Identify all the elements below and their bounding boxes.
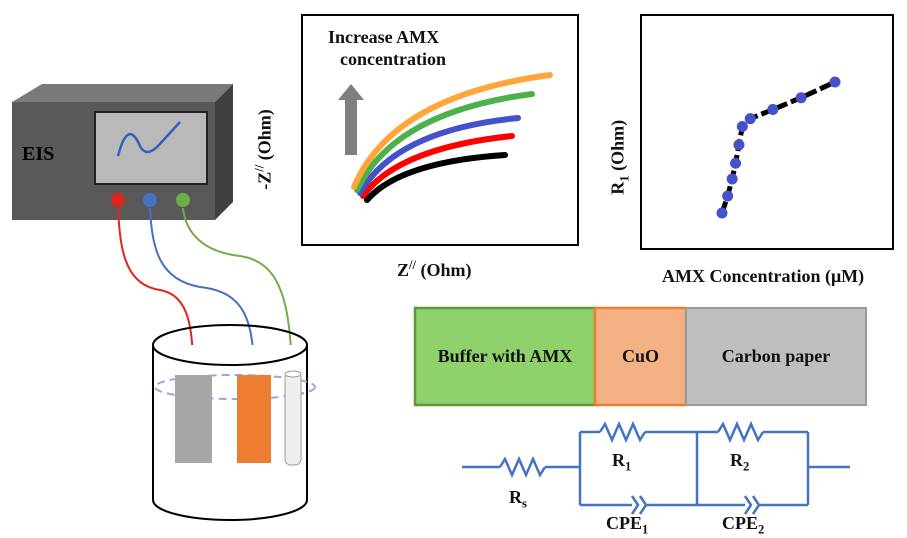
working-electrode	[175, 375, 212, 463]
eis-instrument	[12, 84, 233, 220]
beaker-rim	[152, 324, 308, 366]
r1-data-point-6	[736, 121, 748, 133]
rs-label-main: R	[509, 487, 522, 507]
nyquist-x-axis-label-unit: (Ohm)	[416, 260, 472, 280]
equivalent-circuit	[462, 420, 850, 515]
cpe1-label: CPE1	[606, 513, 648, 538]
electrochemical-cell	[152, 324, 316, 521]
nyquist-annotation-line1: Increase AMX	[328, 27, 440, 47]
nyquist-curve-5	[351, 72, 553, 190]
terminal-red	[111, 193, 125, 207]
nyquist-x-axis-label-main: Z	[397, 260, 410, 280]
r1-data-point-4	[730, 157, 742, 169]
terminal-blue	[143, 193, 157, 207]
resistor-r1	[598, 420, 647, 444]
instrument-side-face	[215, 84, 233, 220]
cpe2-label-main: CPE	[722, 513, 758, 533]
layer-buffer-label: Buffer with AMX	[437, 346, 573, 366]
instrument-top-face	[12, 84, 233, 102]
nyquist-curve-2	[360, 133, 515, 199]
instrument-screen	[94, 111, 208, 185]
rs-label-sub: s	[522, 496, 527, 511]
electrode-layer-stack	[413, 306, 867, 407]
r1-y-axis-label-sub: 1	[617, 175, 632, 182]
layer-buffer	[413, 306, 597, 407]
cpe1-element	[625, 495, 697, 515]
r1-trend-line	[719, 79, 837, 214]
electrode-wires	[117, 207, 293, 379]
r2-label-main: R	[730, 450, 743, 470]
nyquist-x-axis-label-sup: //	[409, 258, 417, 272]
r1-data-point-7	[744, 113, 756, 125]
nyquist-y-axis-label: -Z// (Ohm)	[253, 100, 276, 200]
r1-y-axis-label-main: R	[607, 181, 628, 195]
nyquist-y-axis-label-sup: //	[252, 164, 267, 172]
r1-y-axis-label-unit: (Ohm)	[607, 119, 628, 176]
wire-blue	[149, 207, 255, 379]
r1-data-point-2	[722, 190, 734, 202]
resistor-rs	[498, 455, 547, 479]
r1-data-point-3	[726, 173, 738, 185]
nyquist-y-axis-label-unit: (Ohm)	[254, 109, 275, 165]
cpe1-label-main: CPE	[606, 513, 642, 533]
wire-green	[182, 207, 293, 373]
layer-carbon-label: Carbon paper	[721, 346, 831, 366]
nyquist-curves	[351, 72, 553, 203]
nyquist-curve-4	[354, 91, 535, 193]
nyquist-plot	[301, 14, 579, 246]
resistor-r2	[716, 420, 765, 444]
layer-cuo-label: CuO	[621, 346, 659, 366]
electrolyte-level	[154, 374, 316, 400]
r2-label-sub: 2	[743, 459, 750, 474]
nyquist-curve-1	[364, 152, 508, 203]
nyquist-x-axis-label: Z// (Ohm)	[397, 258, 472, 281]
r1-concentration-chart	[640, 14, 894, 250]
cpe2-label: CPE2	[722, 513, 764, 538]
r1-data-point-8	[767, 104, 779, 116]
instrument-label: EIS	[22, 143, 55, 165]
nyquist-y-axis-label-main: -Z	[254, 171, 275, 190]
r1-label: R1	[612, 450, 631, 475]
cpe2-element	[738, 495, 808, 515]
terminal-green	[176, 193, 190, 207]
r1-data-point-10	[829, 76, 841, 88]
circuit-block-2-frame	[697, 430, 738, 507]
layer-cuo	[593, 306, 688, 407]
increase-arrow-head	[338, 84, 364, 100]
circuit-block-1-frame	[578, 430, 625, 507]
counter-electrode	[237, 375, 271, 463]
r1-label-main: R	[612, 450, 625, 470]
cpe1-label-sub: 1	[642, 522, 649, 537]
rs-label: Rs	[509, 487, 527, 512]
nyquist-annotation-line2: concentration	[340, 49, 446, 69]
reference-electrode	[284, 371, 302, 466]
r1-chart-frame	[640, 14, 894, 250]
r1-data-point-9	[795, 92, 807, 104]
r1-data-point-1	[716, 207, 728, 219]
r1-label-sub: 1	[625, 459, 632, 474]
cpe2-label-sub: 2	[758, 522, 765, 537]
layer-carbon-paper	[685, 307, 867, 406]
screen-trace	[116, 121, 181, 157]
r1-plot-area	[716, 76, 841, 219]
nyquist-curve-3	[357, 115, 521, 196]
r2-label: R2	[730, 450, 749, 475]
r1-y-axis-label: R1 (Ohm)	[608, 112, 633, 202]
r1-x-axis-label: AMX Concentration (μM)	[662, 266, 865, 286]
wire-red	[117, 207, 194, 376]
r1-data-point-5	[733, 139, 745, 151]
increase-arrow-shaft	[345, 100, 357, 155]
reference-electrode-cap	[284, 370, 302, 378]
